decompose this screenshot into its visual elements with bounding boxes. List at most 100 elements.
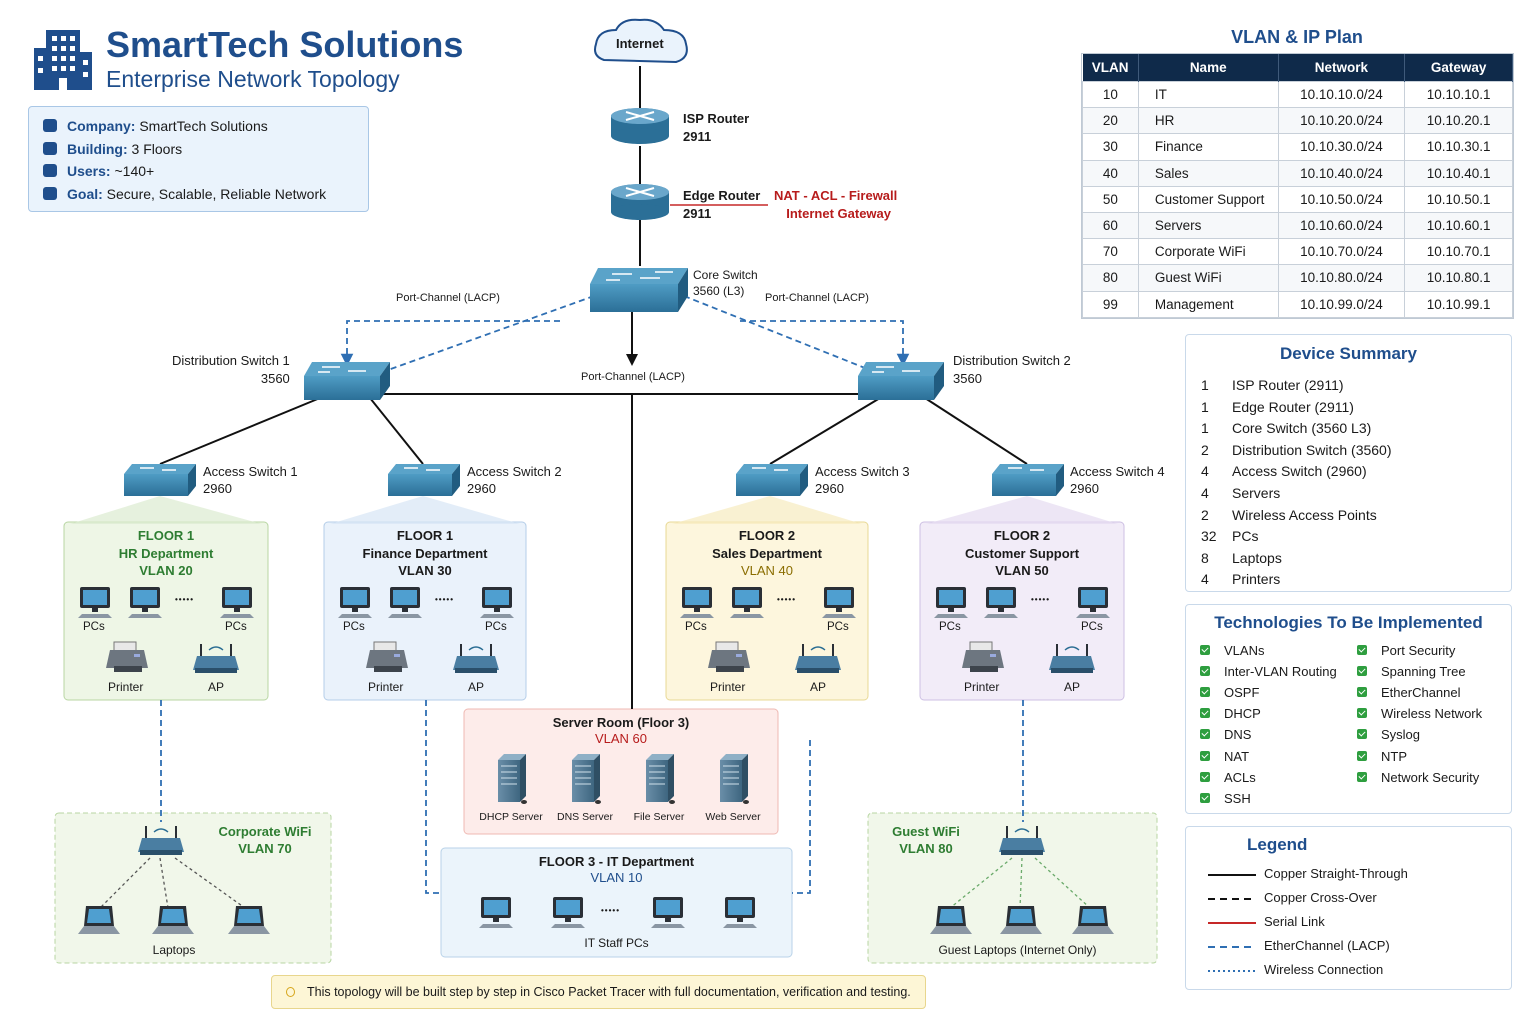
internet-label: Internet (616, 36, 664, 51)
table-cell: 10 (1082, 80, 1139, 109)
check-icon (1357, 708, 1367, 719)
check-icon (1200, 750, 1210, 761)
table-cell: Finance (1137, 133, 1279, 161)
access-point-icon (138, 826, 184, 855)
footer-note: This topology will be built step by step… (271, 975, 926, 1009)
device-summary-title: Device Summary (1279, 344, 1418, 363)
it-dept-vlan: VLAN 10 (590, 870, 643, 885)
table-cell: Guest WiFi (1137, 264, 1279, 292)
pcs-ellipsis: ••••• (435, 595, 455, 604)
pcs-label: PCs (939, 621, 961, 633)
table-cell: 10.10.80.0/24 (1277, 264, 1406, 292)
pcs-ellipsis: ••••• (1031, 595, 1051, 604)
pc-icon (480, 587, 514, 618)
tech-item: ACLs (1200, 770, 1256, 785)
check-icon (1357, 645, 1367, 655)
goal-icon (43, 186, 57, 200)
page-title: SmartTech Solutions (106, 24, 464, 65)
access-point-icon (193, 644, 239, 673)
ap-label: AP (468, 680, 485, 694)
pcs-label: PCs (685, 621, 707, 633)
device-name: Servers (1232, 484, 1281, 501)
table-cell: 10.10.40.1 (1404, 159, 1513, 187)
router-icon (611, 108, 669, 144)
switch-icon (304, 362, 390, 400)
tech-item: OSPF (1200, 685, 1259, 700)
switch-icon (590, 268, 688, 312)
tech-item: Network Security (1357, 770, 1479, 785)
switch-icon (992, 464, 1064, 496)
printer-icon (962, 641, 1004, 672)
pc-icon (388, 587, 422, 618)
device-name: Core Switch (3560 L3) (1232, 420, 1372, 437)
table-cell: 10.10.99.0/24 (1277, 290, 1406, 318)
pc-icon (479, 897, 513, 928)
router-icon (611, 184, 669, 220)
table-cell: Customer Support (1137, 185, 1279, 213)
tech-item: NAT (1200, 749, 1249, 764)
device-name: PCs (1232, 528, 1259, 545)
server-label: DNS Server (556, 811, 613, 823)
it-ellipsis: ••••• (601, 906, 621, 915)
pc-icon (822, 587, 856, 618)
tech-item: Inter-VLAN Routing (1200, 664, 1337, 679)
page-subtitle: Enterprise Network Topology (106, 66, 400, 92)
tech-item: Port Security (1357, 643, 1455, 658)
device-count: 1 (1201, 420, 1209, 437)
table-cell: 10.10.10.1 (1404, 80, 1513, 109)
laptop-icon (228, 906, 270, 934)
table-cell: 20 (1082, 107, 1139, 135)
server-label: Web Server (705, 811, 761, 823)
legend-item: Wireless Connection (1208, 960, 1383, 980)
column-header: Gateway (1404, 54, 1513, 82)
printer-label: Printer (964, 680, 1000, 694)
ap-label: AP (208, 680, 225, 694)
pc-icon (984, 587, 1018, 618)
building-small-icon (43, 141, 57, 155)
tech-item: NTP (1357, 749, 1407, 764)
table-cell: 10.10.40.0/24 (1277, 159, 1406, 187)
switch-icon (388, 464, 460, 496)
printer-icon (106, 641, 148, 672)
pcs-label: PCs (83, 621, 105, 633)
table-cell: 10.10.60.0/24 (1277, 211, 1406, 240)
device-name: Printers (1232, 571, 1281, 588)
server-icon (498, 754, 527, 804)
info-goal: Goal: Secure, Scalable, Reliable Network (43, 183, 354, 206)
pc-icon (730, 587, 764, 618)
zone-it (440, 847, 793, 958)
table-cell: 10.10.50.0/24 (1277, 185, 1406, 213)
check-icon (1200, 792, 1210, 803)
pc-icon (1076, 587, 1110, 618)
lightbulb-icon (286, 987, 295, 997)
pcs-ellipsis: ••••• (175, 595, 195, 604)
table-cell: 40 (1082, 159, 1139, 187)
device-count: 8 (1201, 549, 1209, 566)
server-room-vlan: VLAN 60 (594, 731, 648, 746)
building-icon (34, 30, 92, 90)
printer-label: Printer (710, 680, 746, 694)
table-cell: Corporate WiFi (1137, 238, 1279, 266)
switch-icon (736, 464, 808, 496)
port-channel-label-center: Port-Channel (LACP) (581, 371, 685, 383)
